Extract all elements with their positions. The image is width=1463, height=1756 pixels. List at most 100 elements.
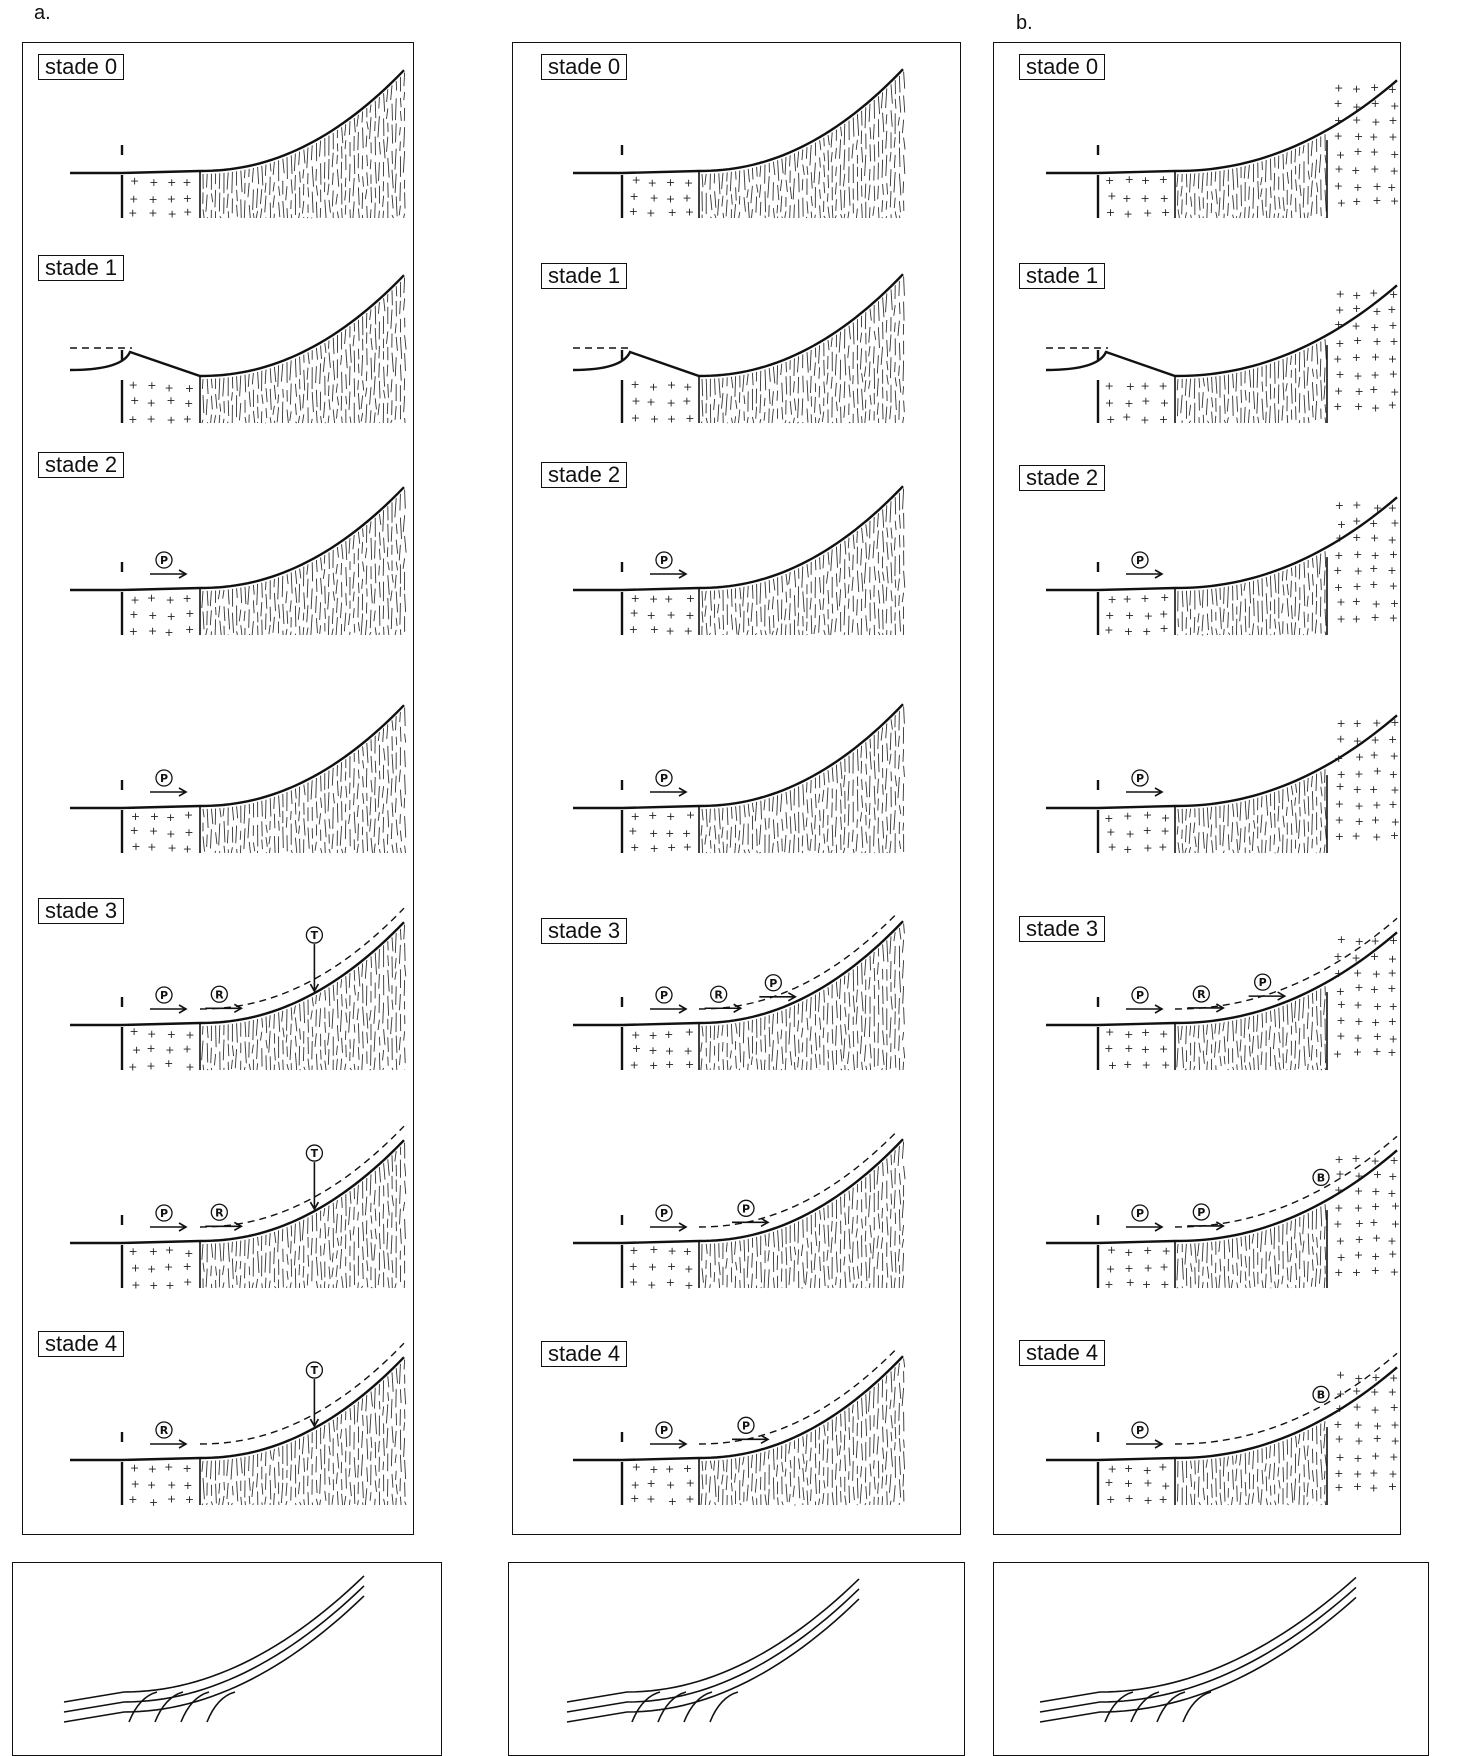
marker-P-icon: P — [655, 986, 673, 1004]
svg-text:+: + — [1143, 207, 1152, 220]
svg-text:+: + — [1353, 1480, 1362, 1493]
svg-text:+: + — [1336, 1030, 1345, 1043]
svg-text:+: + — [1143, 1464, 1152, 1477]
stage-label: stade 2 — [541, 462, 628, 488]
svg-text:+: + — [1352, 612, 1361, 625]
svg-text:+: + — [1105, 396, 1114, 409]
svg-text:+: + — [1388, 733, 1397, 746]
svg-text:+: + — [684, 1045, 693, 1058]
marker-R-icon: R — [210, 1203, 228, 1221]
svg-text:+: + — [629, 205, 638, 218]
svg-text:+: + — [666, 1479, 675, 1492]
svg-text:P: P — [660, 1207, 668, 1220]
svg-text:+: + — [683, 380, 692, 393]
svg-text:+: + — [1353, 369, 1362, 382]
svg-text:+: + — [1336, 288, 1345, 301]
svg-text:P: P — [1136, 1424, 1144, 1437]
svg-text:+: + — [668, 206, 677, 219]
svg-text:R: R — [215, 1206, 224, 1219]
svg-text:P: P — [660, 554, 668, 567]
svg-text:+: + — [1352, 595, 1361, 608]
svg-text:+: + — [1390, 829, 1399, 842]
svg-text:+: + — [1355, 750, 1364, 763]
svg-text:+: + — [1389, 288, 1398, 301]
marker-P-icon: P — [155, 1204, 173, 1222]
svg-text:+: + — [1106, 825, 1115, 838]
svg-text:+: + — [185, 382, 194, 395]
svg-text:+: + — [1369, 1216, 1378, 1229]
svg-text:+: + — [646, 1477, 655, 1490]
svg-text:+: + — [183, 192, 192, 205]
svg-text:+: + — [1140, 592, 1149, 605]
svg-text:+: + — [165, 1044, 174, 1057]
svg-text:+: + — [184, 826, 193, 839]
svg-text:+: + — [1122, 410, 1131, 423]
svg-text:P: P — [160, 1207, 168, 1220]
svg-text:+: + — [128, 413, 137, 426]
svg-text:+: + — [686, 1477, 695, 1490]
svg-text:+: + — [1369, 578, 1378, 591]
svg-text:+: + — [1354, 999, 1363, 1012]
marker-P-icon: P — [1131, 986, 1149, 1004]
svg-text:+: + — [1369, 1482, 1378, 1495]
svg-text:+: + — [167, 1479, 176, 1492]
svg-text:+: + — [147, 1027, 156, 1040]
svg-text:+: + — [1388, 114, 1397, 127]
svg-text:+: + — [1108, 1463, 1117, 1476]
svg-text:+: + — [1372, 180, 1381, 193]
svg-text:+: + — [1371, 934, 1380, 947]
svg-text:+: + — [1390, 597, 1399, 610]
svg-text:+: + — [1159, 413, 1168, 426]
svg-text:P: P — [742, 1419, 750, 1432]
svg-text:+: + — [1124, 1462, 1133, 1475]
stage-label: stade 3 — [1019, 916, 1106, 942]
svg-text:+: + — [1334, 1467, 1343, 1480]
svg-text:+: + — [1388, 501, 1397, 514]
svg-text:+: + — [684, 1279, 693, 1292]
svg-text:+: + — [148, 609, 157, 622]
svg-text:+: + — [684, 624, 693, 637]
marker-P-icon: P — [1131, 769, 1149, 787]
svg-text:+: + — [1334, 385, 1343, 398]
svg-text:+: + — [1354, 400, 1363, 413]
svg-text:+: + — [1161, 825, 1170, 838]
marker-P-icon: P — [155, 986, 173, 1004]
svg-text:+: + — [648, 1029, 657, 1042]
svg-text:+: + — [1388, 319, 1397, 332]
svg-text:R: R — [215, 988, 224, 1001]
svg-text:+: + — [1389, 934, 1398, 947]
svg-text:+: + — [1124, 1477, 1133, 1490]
svg-text:+: + — [1159, 1043, 1168, 1056]
svg-text:+: + — [1334, 318, 1343, 331]
svg-text:P: P — [1259, 976, 1267, 989]
svg-text:+: + — [685, 412, 694, 425]
svg-text:+: + — [1389, 1371, 1398, 1384]
svg-text:+: + — [1104, 1476, 1113, 1489]
svg-text:+: + — [1353, 1046, 1362, 1059]
svg-text:+: + — [631, 810, 640, 823]
svg-text:+: + — [1144, 1494, 1153, 1507]
svg-text:+: + — [1337, 998, 1346, 1011]
svg-text:+: + — [1123, 843, 1132, 856]
svg-text:+: + — [1373, 1420, 1382, 1433]
svg-text:+: + — [1388, 798, 1397, 811]
svg-text:+: + — [1389, 335, 1398, 348]
svg-text:+: + — [1106, 1262, 1115, 1275]
svg-text:+: + — [167, 207, 176, 220]
svg-text:+: + — [1333, 564, 1342, 577]
svg-text:+: + — [1160, 1261, 1169, 1274]
svg-text:+: + — [1370, 531, 1379, 544]
svg-text:+: + — [1126, 380, 1135, 393]
svg-text:+: + — [1353, 967, 1362, 980]
svg-text:+: + — [147, 1478, 156, 1491]
svg-text:+: + — [1334, 130, 1343, 143]
stage-label: stade 1 — [38, 255, 125, 281]
svg-text:+: + — [665, 1058, 674, 1071]
svg-text:+: + — [628, 825, 637, 838]
svg-text:+: + — [1141, 395, 1150, 408]
svg-text:+: + — [147, 396, 156, 409]
svg-text:+: + — [1141, 174, 1150, 187]
svg-text:+: + — [1355, 815, 1364, 828]
